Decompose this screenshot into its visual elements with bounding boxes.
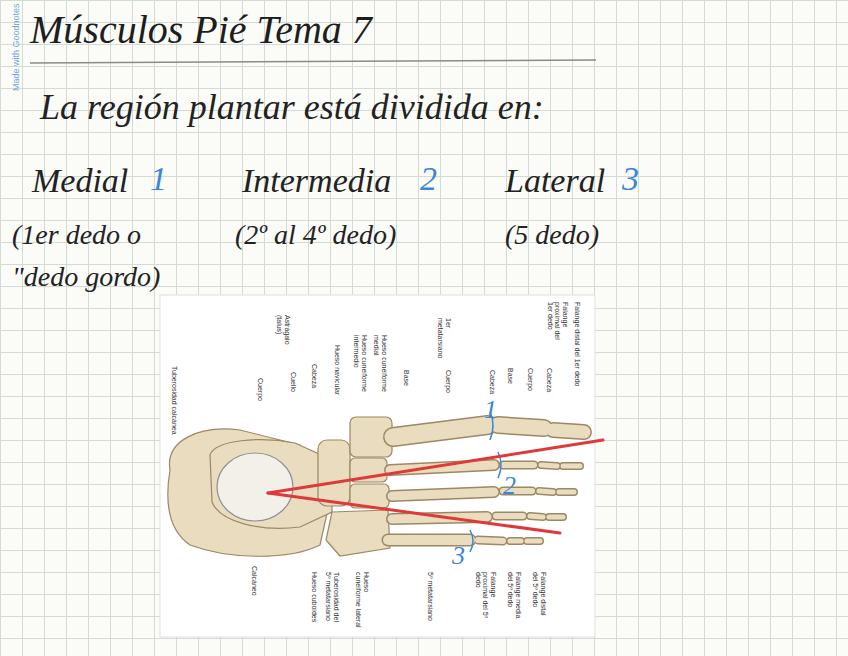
watermark: Made with Goodnotes [12, 3, 22, 91]
bone-label: Falange proximal del 5º dedo [474, 572, 497, 622]
note-text: (5 dedo) [505, 220, 599, 251]
callout-number: 1 [150, 160, 167, 197]
bone-label: Cuerpo [526, 368, 534, 391]
bones [168, 417, 392, 556]
bone-label: Falange distal del 1er dedo [573, 302, 581, 386]
bone-label: Tuberosidad del 5º metatarsiano [325, 572, 340, 624]
bone-label: Cuerpo [444, 370, 452, 393]
bone-label: Calcáneo [250, 566, 258, 596]
bone-label: Astrágalo (talus) [276, 315, 291, 353]
bone-label: Cuello [289, 372, 297, 392]
bone-label: 1er metatarsiano [437, 318, 452, 358]
bone-label: Hueso cuneiforme medial [373, 335, 388, 395]
callout-number: 3 [452, 542, 465, 571]
callout-number: 2 [503, 472, 516, 501]
region-name: Medial [32, 162, 128, 199]
bone-label: Cabeza [545, 368, 553, 392]
bone-label: Cabeza [310, 364, 318, 388]
note-text: "dedo gordo) [12, 262, 160, 293]
bone-label: Falange distal del 5º dedo [532, 572, 547, 622]
bone-label: Hueso cuneiforme lateral [355, 572, 370, 628]
callout-number: 3 [622, 160, 639, 197]
division-lines [268, 440, 603, 533]
bone-label: Base [402, 370, 410, 386]
note-text: (1er dedo o [12, 220, 141, 251]
bone-label: Falange proximal del 1er dedo [546, 302, 569, 346]
bone-label: Hueso navicular [333, 345, 341, 395]
note-text: La región plantar está dividida en: [40, 88, 544, 128]
bone-label: Base [506, 368, 514, 384]
bone-label: Falange media del 5º dedo [507, 572, 522, 622]
figure-frame [160, 295, 595, 637]
callout-number: 2 [420, 160, 437, 197]
blue-joint-marks [470, 412, 501, 552]
region-name: Intermedia [242, 162, 391, 199]
note-text: (2º al 4º dedo) [235, 220, 396, 251]
title-underline [30, 60, 596, 63]
bone-label: Hueso cuboides [310, 572, 318, 622]
bone-label: Hueso cuneiforme intermedio [353, 335, 368, 397]
page-title: Músculos Pié Tema 7 [30, 8, 372, 52]
bone-label: Cuerpo [256, 378, 264, 401]
bone-label: 5º metatarsiano [426, 572, 434, 621]
callout-number: 1 [484, 396, 497, 425]
bone-label: Tuberosidad calcánea [170, 366, 178, 435]
region-name: Lateral [505, 162, 605, 199]
bone-label: Cabeza [488, 370, 496, 394]
